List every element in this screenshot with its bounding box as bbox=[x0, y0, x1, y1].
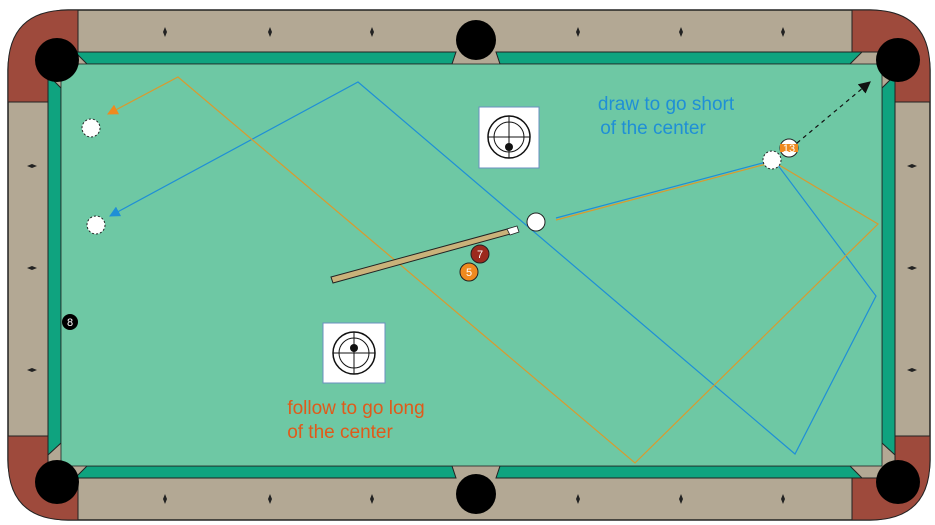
pocket-top-right bbox=[876, 38, 920, 82]
pocket-top-left bbox=[35, 38, 79, 82]
draw-caption-line2: of the center bbox=[600, 118, 706, 139]
ball-eight-label: 8 bbox=[67, 317, 73, 329]
ball-thirteen: 13 bbox=[780, 139, 798, 157]
ball-seven: 7 bbox=[471, 245, 489, 263]
follow-caption-line1: follow to go long bbox=[287, 398, 424, 419]
ball-seven-label: 7 bbox=[477, 249, 483, 261]
draw-caption-line1: draw to go short bbox=[598, 94, 735, 115]
ball-thirteen-label: 13 bbox=[783, 143, 795, 155]
pocket-bottom-right bbox=[876, 460, 920, 504]
cue-tip-below-center-icon bbox=[479, 107, 539, 168]
follow-caption-line2: of the center bbox=[287, 422, 393, 443]
ball-five-label: 5 bbox=[466, 267, 472, 279]
cue-tip-above-center-icon bbox=[323, 323, 385, 383]
pocket-bottom-left bbox=[35, 460, 79, 504]
ball-eight: 8 bbox=[62, 314, 78, 330]
ghost-ball-draw-end bbox=[87, 216, 105, 234]
ghost-ball-follow-end bbox=[82, 119, 100, 137]
pocket-bottom-side bbox=[456, 474, 496, 514]
ball-five: 5 bbox=[460, 263, 478, 281]
cue-ball bbox=[527, 213, 545, 231]
pocket-top-side bbox=[456, 20, 496, 60]
ghost-ball-contact bbox=[763, 151, 781, 169]
